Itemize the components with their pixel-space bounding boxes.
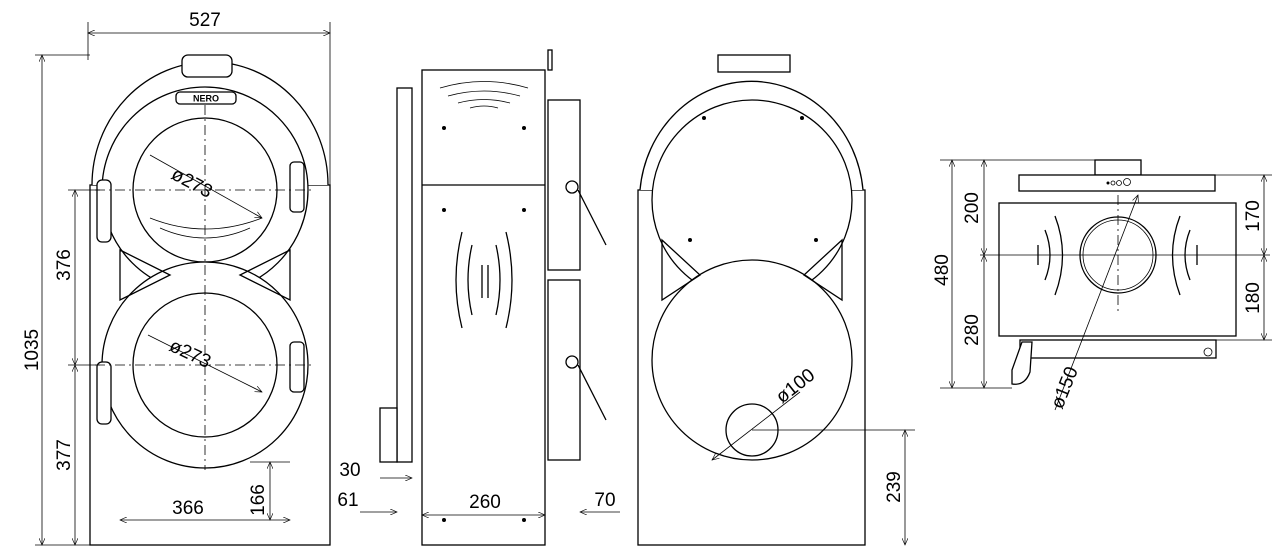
front-depth-label: 200: [962, 192, 983, 224]
rear-depth-label: 280: [962, 314, 983, 346]
top-handle: [181, 54, 233, 78]
lower-height-label: 377: [54, 439, 75, 471]
upper-hinge: [289, 161, 305, 213]
logo-plate: [175, 91, 237, 105]
side-view: 30 61 260 70: [337, 49, 620, 546]
leg-height-label: 166: [248, 484, 269, 516]
depth-label: 260: [469, 492, 501, 513]
side-vent-top: [439, 81, 529, 109]
lower-hinge: [289, 341, 305, 393]
side-vents: [455, 231, 513, 329]
rear-offset-label: 70: [594, 490, 615, 511]
flue-rear-label: 180: [1243, 282, 1264, 314]
leg-spacing-label: 366: [172, 498, 204, 519]
top-flue-diameter-label: ø150: [1047, 364, 1083, 412]
ash-grate: [149, 217, 263, 230]
chimney-stub: [717, 54, 791, 73]
side-vents: [119, 248, 291, 302]
total-height-label: 1035: [22, 329, 43, 371]
front-offset-label: 61: [337, 490, 358, 511]
flue-height-label: 239: [884, 471, 905, 503]
back-view: ø100 239: [637, 54, 915, 545]
front-door-profile: [396, 87, 413, 463]
logo-plate-group: NERO: [175, 91, 237, 105]
top-plate: [1018, 174, 1216, 192]
rear-door-lower: [547, 279, 581, 461]
upper-door-handle: [96, 179, 112, 243]
door-offset-label: 30: [339, 460, 360, 481]
top-handle: [1011, 341, 1033, 385]
lower-rear-panel: [651, 259, 853, 461]
upper-height-label: 376: [54, 249, 75, 281]
flue-front-label: 170: [1243, 200, 1264, 232]
lower-door-handle: [96, 361, 112, 425]
top-body: [998, 202, 1237, 337]
total-depth-label: 480: [932, 254, 953, 286]
front-view: ø273 ø273 NERO 527 1035 376 377 366 166: [22, 10, 330, 545]
side-body: [421, 69, 546, 546]
width-label: 527: [189, 10, 221, 31]
logo-text: NERO: [193, 94, 219, 104]
top-view: ø150 480 200 280 170 180: [932, 160, 1272, 412]
